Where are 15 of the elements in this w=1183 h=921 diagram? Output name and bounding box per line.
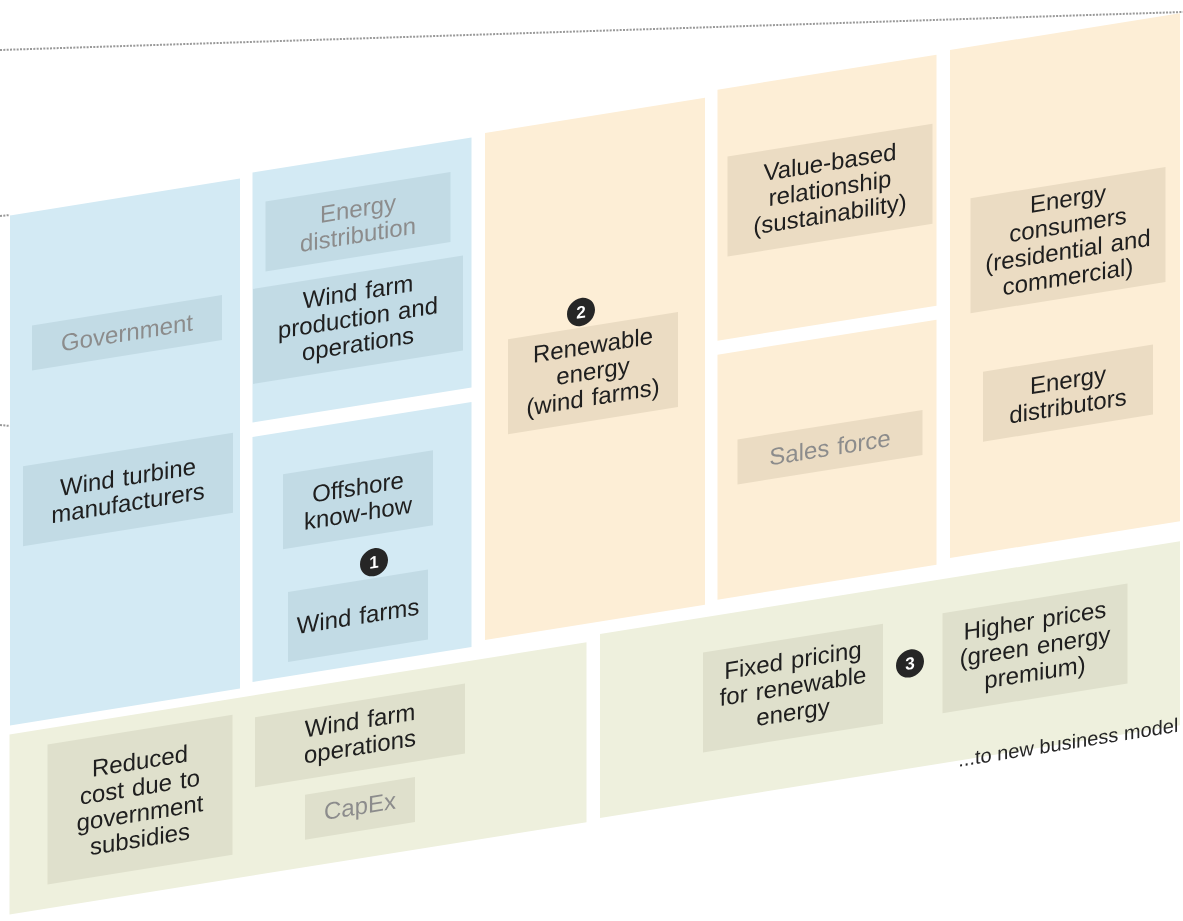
number-badge: 2 — [567, 297, 595, 327]
sticky-note: Energy distributors — [983, 344, 1153, 442]
sticky-note: Higher prices (green energy premium) — [942, 583, 1128, 714]
sticky-note: Wind farms — [288, 569, 428, 662]
sticky-note: CapEx — [305, 777, 415, 840]
sticky-note: Offshore know-how — [283, 450, 433, 550]
number-badge: 3 — [896, 649, 924, 678]
sticky-note: Wind turbine manufacturers — [23, 432, 233, 547]
sticky-note: Reduced cost due to government subsidies — [47, 714, 233, 885]
sticky-note: Government — [32, 295, 222, 371]
sticky-note: Energy distribution — [265, 171, 451, 272]
sticky-note: Fixed pricing for renewable energy — [703, 623, 883, 753]
number-badge: 1 — [360, 548, 388, 577]
sticky-note: Wind farm production and operations — [253, 255, 463, 384]
sticky-note: Sales force — [737, 409, 923, 485]
